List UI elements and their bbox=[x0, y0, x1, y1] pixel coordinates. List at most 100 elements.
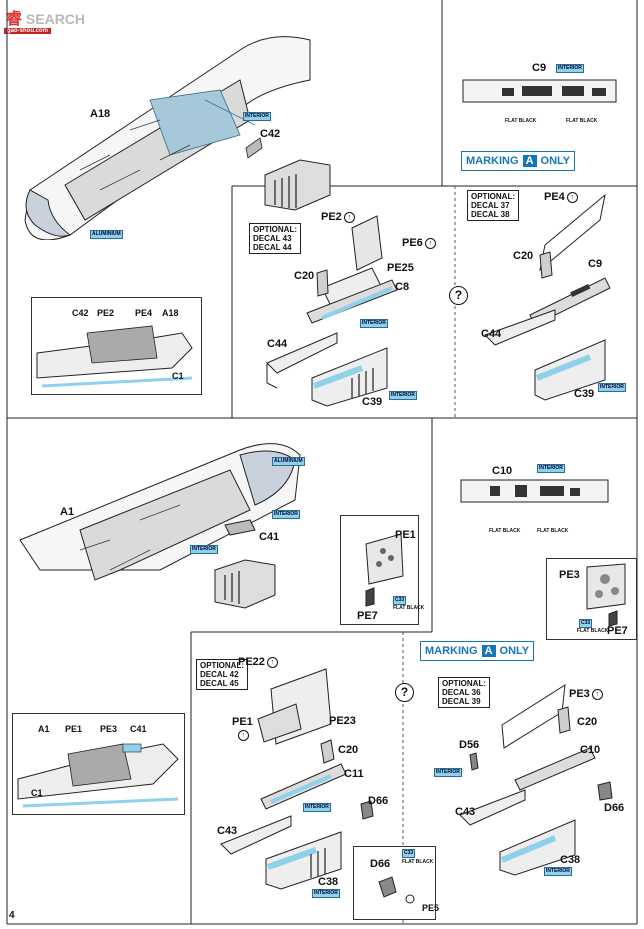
fold-arrow-icon: ↑ bbox=[424, 237, 436, 249]
watermark: 睿 SEARCH bbox=[6, 5, 85, 29]
question-icon-top: ? bbox=[449, 286, 468, 305]
aluminium-tag-top: ALUMINIUM bbox=[90, 230, 123, 239]
pe23-label: PE23 bbox=[329, 715, 356, 727]
c9-interior-tag: INTERIOR bbox=[556, 64, 584, 73]
cockpit-tub-c8-drawing bbox=[266, 215, 398, 407]
d56-interior-tag: INTERIOR bbox=[434, 768, 462, 777]
c11-label: C11 bbox=[344, 768, 364, 780]
watermark-cn: 睿 bbox=[6, 11, 23, 28]
c9-flatblack-2: FLAT BLACK bbox=[566, 118, 598, 124]
cockpit-tub-c10-drawing bbox=[459, 684, 613, 876]
fold-arrow-icon: ↑ bbox=[266, 656, 278, 668]
fuselage-a18-drawing bbox=[24, 36, 331, 240]
optional-decal-43-44: OPTIONAL: DECAL 43 DECAL 44 bbox=[249, 223, 301, 254]
d66-inset-label: D66 bbox=[370, 858, 391, 870]
detail-c41: C41 bbox=[130, 724, 147, 734]
pe6-text: PE6 bbox=[402, 237, 423, 249]
pe3-label: PE3↑ bbox=[569, 688, 603, 700]
pe25-label: PE25 bbox=[387, 262, 414, 274]
part-c41-label: C41 bbox=[259, 531, 280, 543]
c39-right-label: C39 bbox=[574, 388, 595, 400]
c38-rb-label: C38 bbox=[560, 854, 581, 866]
marking-letter-b: A bbox=[481, 645, 496, 657]
pe3-flatblack: FLAT BLACK bbox=[577, 628, 609, 634]
optional-decal-42-45: OPTIONAL: DECAL 42 DECAL 45 bbox=[196, 659, 248, 690]
aluminium-tag-bottom: ALUMINIUM bbox=[272, 457, 305, 466]
pe2-text: PE2 bbox=[321, 211, 342, 223]
detail-a18: A18 bbox=[162, 308, 179, 318]
detail-pe1: PE1 bbox=[65, 724, 83, 734]
part-a1-label: A1 bbox=[60, 506, 75, 518]
c8-label: C8 bbox=[395, 281, 410, 293]
detail-a1: A1 bbox=[38, 724, 50, 734]
pe1-flatblack: FLAT BLACK bbox=[393, 605, 425, 611]
pe5-text: PE5 bbox=[422, 903, 440, 913]
c33-tag: C33 bbox=[393, 596, 407, 605]
c44-right-label: C44 bbox=[481, 328, 502, 340]
pe3-inset: PE3 PE7 C33 FLAT BLACK bbox=[546, 558, 637, 640]
c8-interior-tag: INTERIOR bbox=[360, 319, 388, 328]
cockpit-tub-c9-drawing bbox=[484, 193, 611, 401]
interior-tag-top: INTERIOR bbox=[243, 112, 271, 121]
c9-right-label: C9 bbox=[588, 258, 603, 270]
c20-rb-label: C20 bbox=[577, 716, 598, 728]
c10-interior-tag: INTERIOR bbox=[537, 464, 565, 473]
detail-pe3: PE3 bbox=[100, 724, 118, 734]
instrument-panel-c10 bbox=[460, 479, 609, 503]
detail-inset-top: C42 PE2 PE4 A18 C1 bbox=[31, 297, 202, 395]
pe7-inset2-label: PE7 bbox=[607, 625, 628, 637]
c39-label: C39 bbox=[362, 396, 383, 408]
d66-inset: D66 C33 FLAT BLACK PE5 bbox=[353, 846, 439, 920]
watermark-sub: gao-shou.com bbox=[4, 28, 52, 34]
fold-arrow-icon: ↑ bbox=[343, 211, 355, 223]
page-number: 4 bbox=[9, 910, 15, 921]
marking-letter: A bbox=[522, 155, 537, 167]
pe1-label: PE1 bbox=[232, 716, 253, 728]
c43-label: C43 bbox=[217, 825, 238, 837]
fold-arrow-icon: ↑ bbox=[566, 191, 578, 203]
pe1-inset-label: PE1 bbox=[395, 529, 416, 541]
pe22-label: PE22↑ bbox=[238, 656, 278, 668]
c38-interior-tag: INTERIOR bbox=[312, 889, 340, 898]
part-c42-label: C42 bbox=[260, 128, 281, 140]
detail-c42: C42 bbox=[72, 308, 89, 318]
marking-prefix-b: MARKING bbox=[425, 645, 478, 657]
pe4-label: PE4↑ bbox=[544, 191, 578, 203]
c10-panel-label: C10 bbox=[492, 465, 513, 477]
optional-decal-37-38: OPTIONAL: DECAL 37 DECAL 38 bbox=[467, 190, 519, 221]
detail-inset-bottom: A1 PE1 PE3 C41 C1 bbox=[12, 713, 185, 815]
c43-rb-label: C43 bbox=[455, 806, 476, 818]
pe2-label: PE2↑ bbox=[321, 211, 355, 223]
interior-tag-bottom-1: INTERIOR bbox=[272, 510, 300, 519]
c9-panel-label: C9 bbox=[532, 62, 547, 74]
pe1-inset: PE1 PE7 C33 FLAT BLACK bbox=[340, 515, 424, 625]
pe4-text: PE4 bbox=[544, 191, 565, 203]
c10-flatblack-1: FLAT BLACK bbox=[489, 528, 521, 534]
pe3-inset-label: PE3 bbox=[559, 569, 580, 581]
detail-c1: C1 bbox=[31, 788, 43, 798]
fold-arrow-icon: ↑ bbox=[591, 688, 603, 700]
c11-interior-tag: INTERIOR bbox=[303, 803, 331, 812]
c9-flatblack-1: FLAT BLACK bbox=[505, 118, 537, 124]
detail-c1: C1 bbox=[172, 371, 184, 381]
question-icon-bottom: ? bbox=[395, 683, 414, 702]
watermark-text: SEARCH bbox=[25, 11, 86, 27]
fold-arrow-icon: ↑ bbox=[238, 730, 249, 741]
pe5-label: PE5 bbox=[422, 903, 439, 913]
c33-tag-2: C33 bbox=[579, 619, 593, 628]
d66-c33-tag: C33 bbox=[402, 849, 416, 858]
d66-rb-label: D66 bbox=[604, 802, 625, 814]
detail-pe2: PE2 bbox=[97, 308, 115, 318]
pe6-label: PE6↑ bbox=[402, 237, 436, 249]
marking-prefix: MARKING bbox=[466, 155, 519, 167]
c39-interior-tag: INTERIOR bbox=[389, 391, 417, 400]
pe3-text: PE3 bbox=[569, 688, 590, 700]
c10-rb-label: C10 bbox=[580, 744, 601, 756]
marking-suffix-b: ONLY bbox=[499, 645, 530, 657]
pe7-inset-label: PE7 bbox=[357, 610, 378, 622]
c20-right-label: C20 bbox=[513, 250, 534, 262]
optional-decal-36-39: OPTIONAL: DECAL 36 DECAL 39 bbox=[438, 677, 490, 708]
